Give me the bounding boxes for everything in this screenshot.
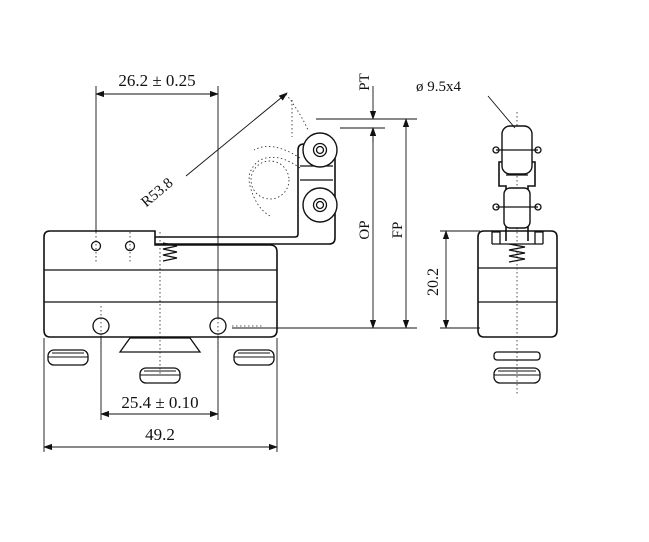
dim-hole-spacing: 25.4 ± 0.10 <box>121 393 198 412</box>
side-roller-bottom <box>503 187 531 229</box>
roller-top-outer <box>302 132 338 168</box>
side-view <box>477 112 558 394</box>
switch-body <box>43 230 278 338</box>
roller-bottom-outer <box>302 187 338 223</box>
side-bracket <box>491 231 544 245</box>
dim-pt: PT <box>357 73 373 91</box>
side-terminal <box>493 351 541 384</box>
side-body <box>477 230 558 338</box>
front-dimensions: 26.2 ± 0.25 R53.8 PT OP FP 25.4 ± 0.10 4… <box>43 71 417 452</box>
terminal-left <box>47 349 89 366</box>
plunger-spring <box>162 242 178 262</box>
dim-op: OP <box>357 220 373 239</box>
side-spring <box>508 243 526 263</box>
terminal-center <box>118 337 202 384</box>
dim-fp: FP <box>390 222 406 239</box>
dim-radius: R53.8 <box>138 175 176 211</box>
dim-top-width: 26.2 ± 0.25 <box>118 71 195 90</box>
side-dimensions: 20.2 ø 9.5x4 <box>416 79 516 329</box>
front-view <box>43 93 338 384</box>
dim-side-height: 20.2 <box>425 268 442 296</box>
terminal-right <box>233 349 275 366</box>
dim-body-width: 49.2 <box>145 425 175 444</box>
lever-ghost <box>248 146 301 217</box>
dim-roller: ø 9.5x4 <box>416 79 462 95</box>
